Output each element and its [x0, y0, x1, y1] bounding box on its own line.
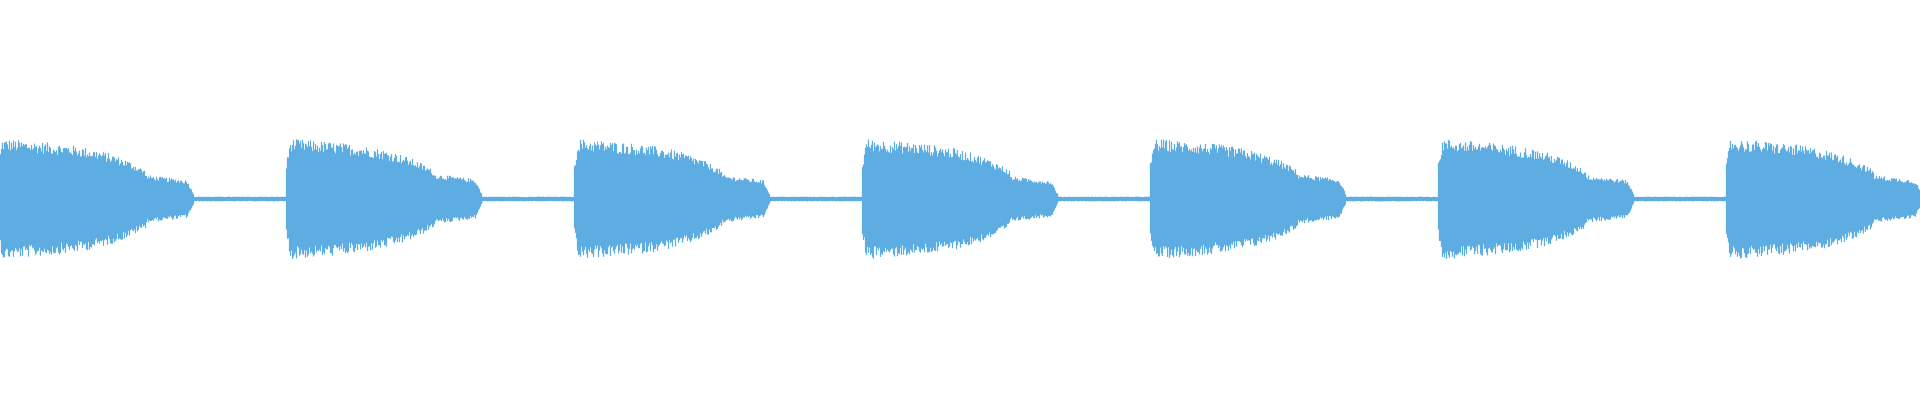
waveform-pulses	[0, 139, 1920, 259]
